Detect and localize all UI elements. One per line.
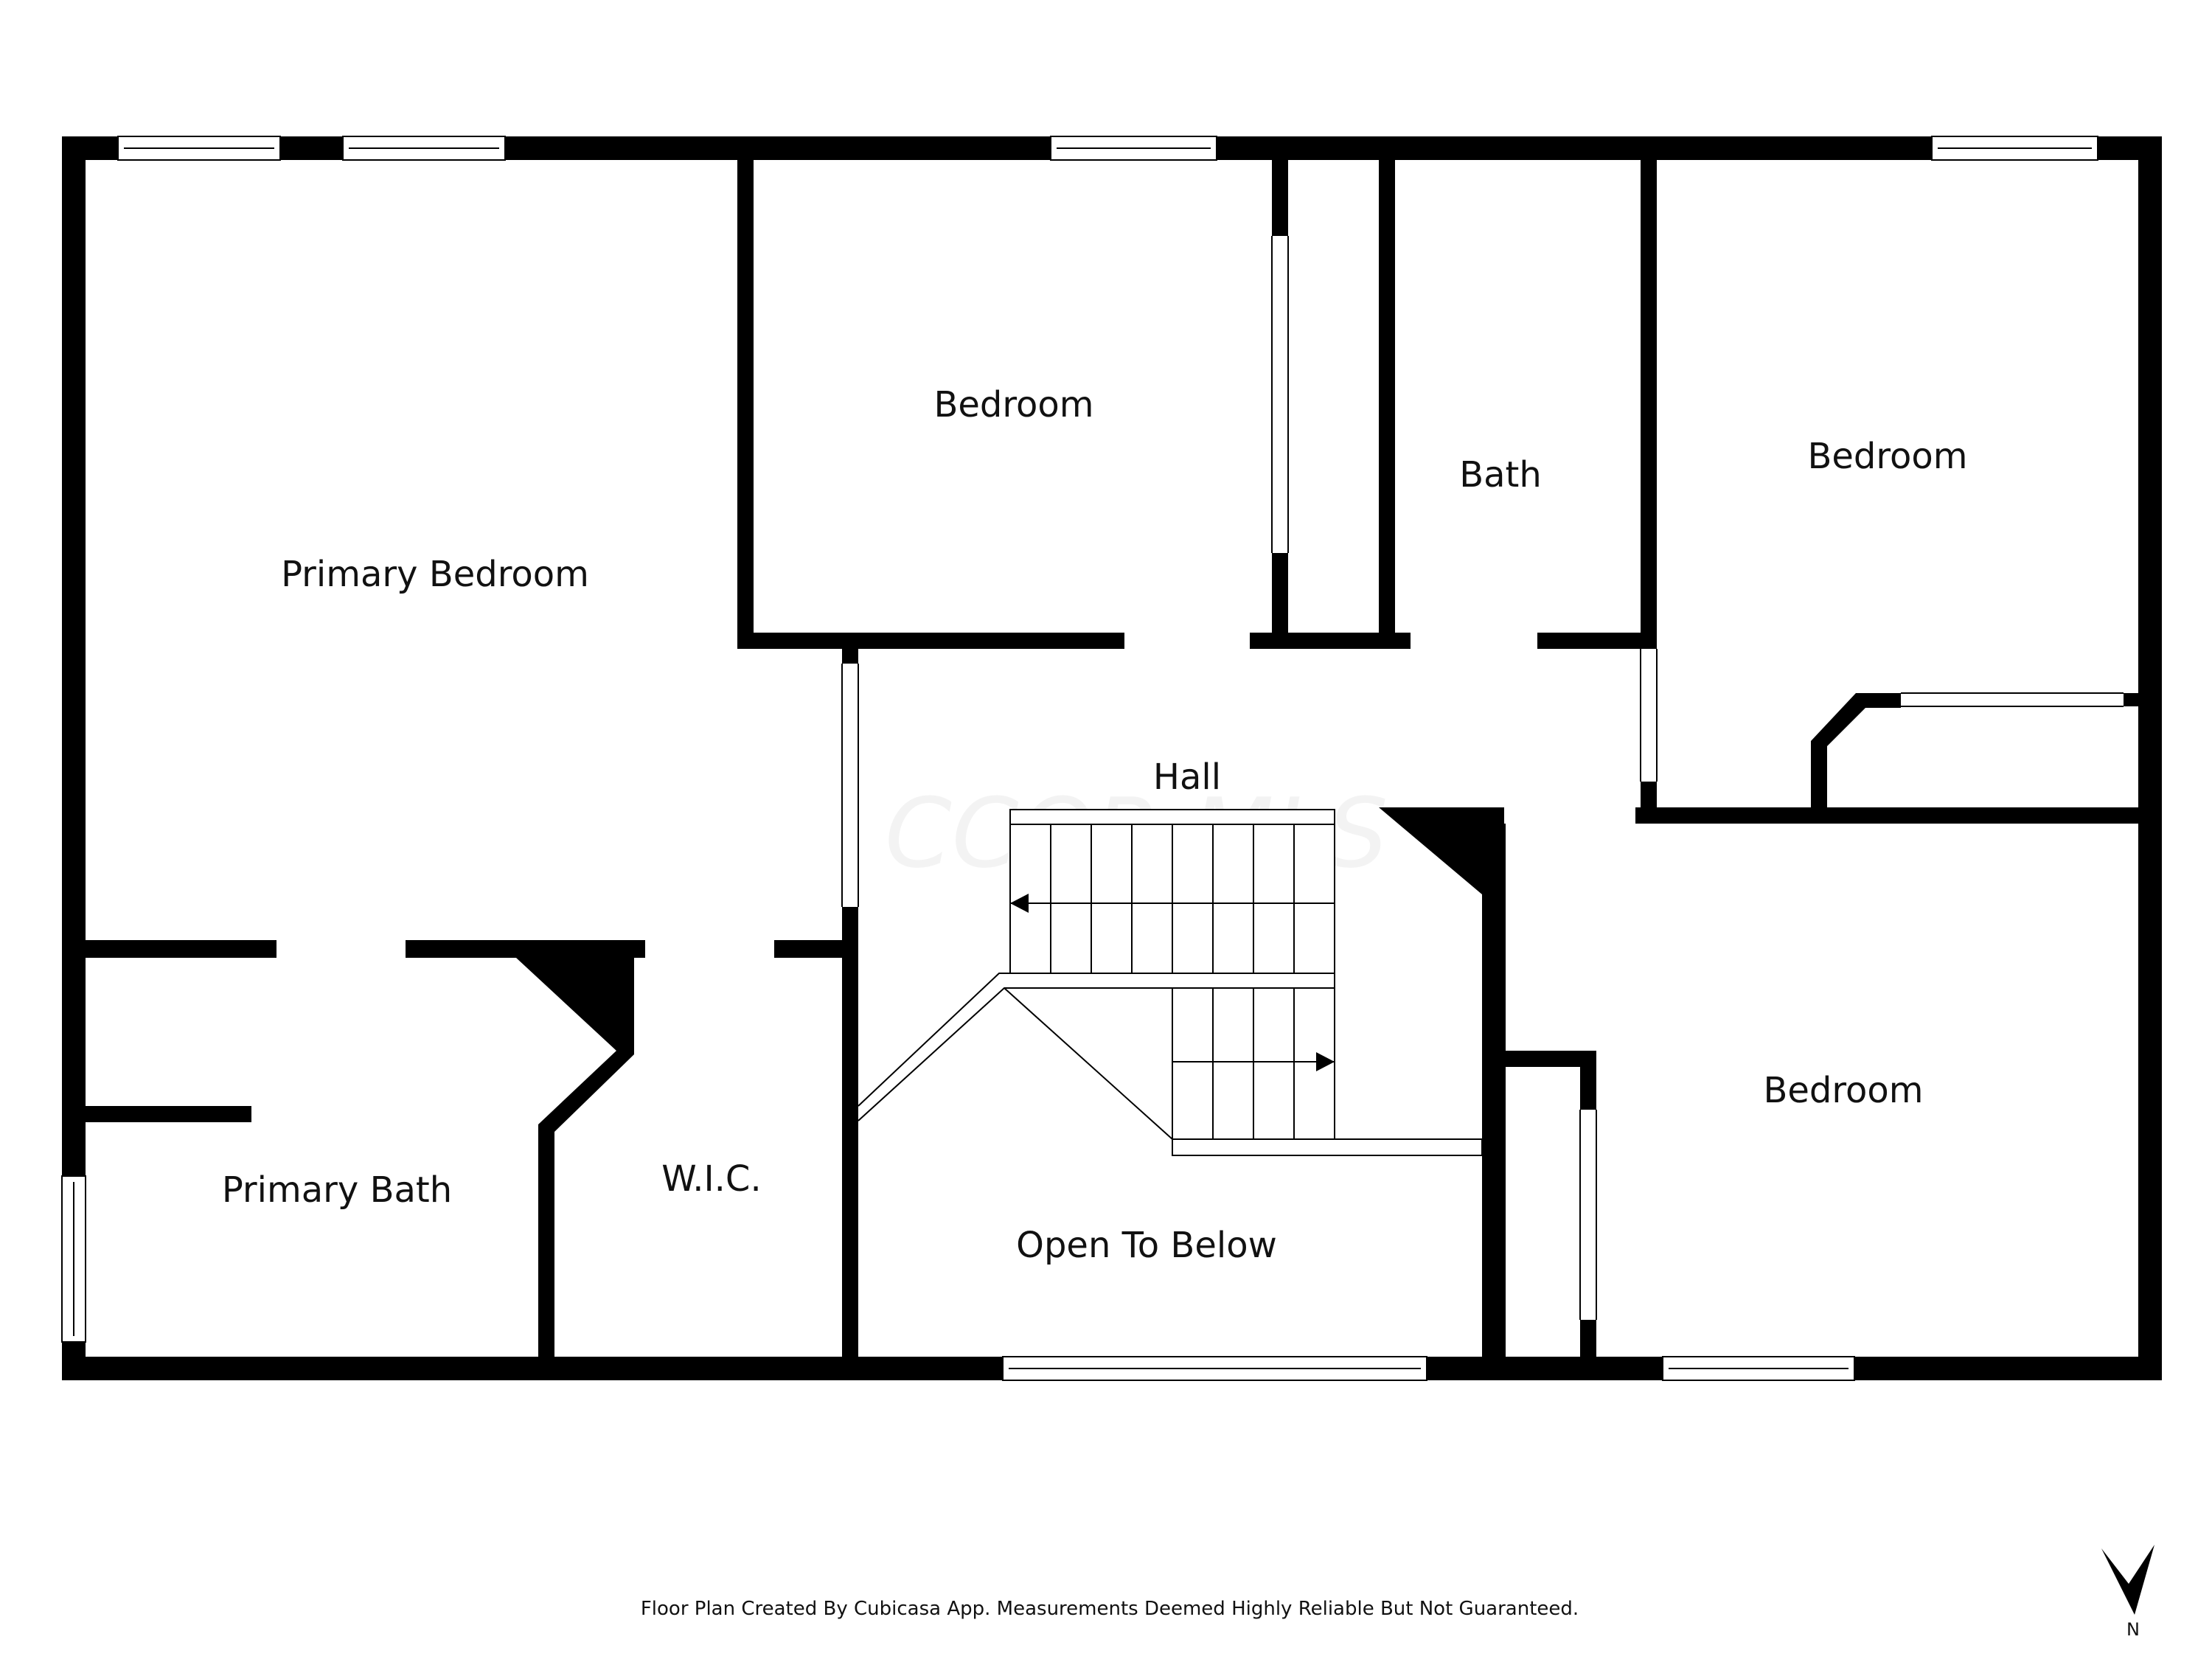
label-primary-bath: Primary Bath bbox=[222, 1169, 452, 1211]
door-primary-bath bbox=[276, 940, 406, 958]
label-primary-bedroom: Primary Bedroom bbox=[281, 554, 589, 595]
arrow-left-icon bbox=[1010, 894, 1029, 913]
north-arrow-icon bbox=[2101, 1545, 2154, 1615]
wall-hall-left-stub bbox=[842, 649, 858, 664]
wall-closet-angle bbox=[1811, 693, 1901, 824]
wall-closet-br-right-a bbox=[1580, 1051, 1596, 1110]
wall-primary-bath-shower bbox=[86, 1106, 251, 1122]
label-bedroom-top: Bedroom bbox=[933, 384, 1093, 425]
wall-stair-corner bbox=[1379, 807, 1506, 914]
wall-closet-br-top bbox=[1482, 1051, 1596, 1067]
label-bedroom-bottom-right: Bedroom bbox=[1763, 1070, 1923, 1111]
wall-wic-angle bbox=[516, 940, 634, 1379]
compass: N bbox=[2101, 1545, 2154, 1640]
wall-bedroom-top-right-b bbox=[1272, 553, 1288, 649]
wall-hall-left-lower bbox=[842, 907, 858, 1379]
label-wic: W.I.C. bbox=[661, 1158, 761, 1200]
footer-disclaimer: Floor Plan Created By Cubicasa App. Meas… bbox=[641, 1598, 1579, 1620]
wall-bedroom-top-right-a bbox=[1272, 136, 1288, 236]
window-bottom-2 bbox=[1662, 1356, 1855, 1381]
label-open-to-below: Open To Below bbox=[1016, 1225, 1277, 1266]
wall-bedroom-right-stub bbox=[1641, 782, 1657, 824]
door-bath bbox=[1411, 633, 1537, 649]
window-top-4 bbox=[1931, 136, 2098, 161]
wall-bath-right bbox=[1641, 136, 1657, 649]
wall-bedroom-right-bottom bbox=[1635, 807, 2162, 824]
wall-closet-br-right-b bbox=[1580, 1320, 1596, 1380]
door-openings bbox=[276, 633, 1633, 958]
room-labels: Primary Bedroom Bedroom Bath Bedroom Hal… bbox=[222, 384, 1968, 1266]
window-bottom-1 bbox=[1002, 1356, 1427, 1381]
stair-arrows bbox=[1010, 894, 1335, 1071]
window-top-3 bbox=[1050, 136, 1217, 161]
stairs bbox=[858, 809, 1483, 1156]
wall-bedroom-top-left bbox=[737, 136, 754, 649]
walls bbox=[62, 136, 2162, 1380]
thin-lines bbox=[841, 236, 2124, 1320]
compass-label: N bbox=[2126, 1619, 2140, 1640]
windows bbox=[61, 136, 2098, 1381]
wall-closet-right bbox=[1379, 136, 1395, 649]
label-bath: Bath bbox=[1459, 454, 1542, 495]
door-bedroom-bottom-right bbox=[1504, 807, 1633, 824]
door-wic bbox=[645, 940, 774, 958]
label-hall: Hall bbox=[1153, 757, 1221, 798]
outer-wall-right bbox=[2138, 136, 2162, 1380]
window-left bbox=[61, 1175, 86, 1343]
wall-wic-corner bbox=[516, 958, 616, 1051]
window-top-1 bbox=[117, 136, 281, 161]
wall-closet-right-stub bbox=[2124, 693, 2162, 706]
door-bedroom-top bbox=[1124, 633, 1250, 649]
arrow-right-icon bbox=[1316, 1052, 1335, 1071]
outer-wall-left bbox=[62, 136, 86, 1380]
label-bedroom-right: Bedroom bbox=[1807, 436, 1967, 477]
window-top-2 bbox=[342, 136, 506, 161]
